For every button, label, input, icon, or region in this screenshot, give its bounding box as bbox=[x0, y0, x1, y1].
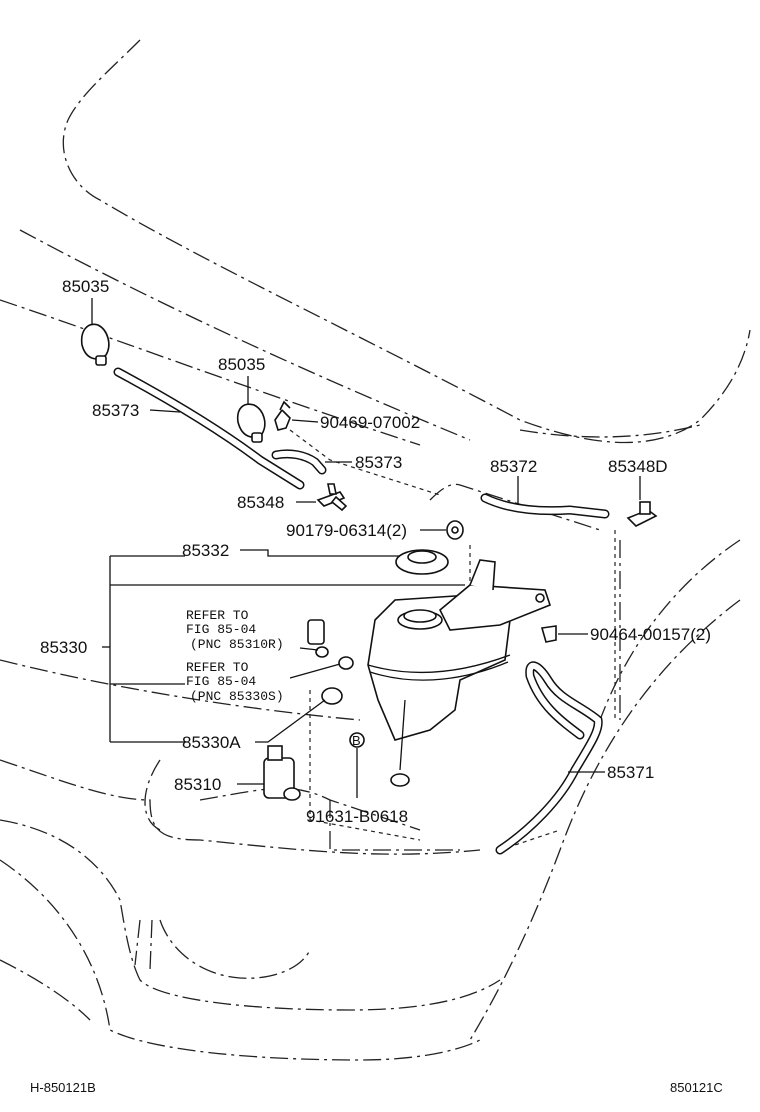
grommet bbox=[446, 520, 464, 540]
tank-cap bbox=[395, 549, 449, 575]
label-85373-short: 85373 bbox=[355, 453, 402, 472]
washer-hose-right bbox=[480, 493, 610, 519]
reference-note-2-line2: FIG 85-04 bbox=[186, 674, 256, 689]
hose-clip-top bbox=[274, 400, 291, 431]
footer-code-left: H-850121B bbox=[30, 1080, 96, 1095]
leader-lines bbox=[91, 298, 641, 798]
label-85373-long: 85373 bbox=[92, 401, 139, 420]
hose-joint-right bbox=[626, 501, 658, 527]
label-85035-right: 85035 bbox=[218, 355, 265, 374]
label-85348: 85348 bbox=[237, 493, 284, 512]
label-85330a: 85330A bbox=[182, 733, 241, 752]
label-85330: 85330 bbox=[40, 638, 87, 657]
label-85372: 85372 bbox=[490, 457, 537, 476]
washer-tank bbox=[367, 559, 551, 787]
label-85332: 85332 bbox=[182, 541, 229, 560]
label-85371: 85371 bbox=[607, 763, 654, 782]
label-90469-07002: 90469-07002 bbox=[320, 413, 420, 432]
label-90464-00157: 90464-00157(2) bbox=[590, 625, 711, 644]
tank-clip bbox=[540, 625, 557, 643]
referenced-grommet bbox=[338, 656, 354, 670]
label-85348d: 85348D bbox=[608, 457, 668, 476]
washer-nozzle-right bbox=[236, 403, 266, 443]
washer-pump bbox=[263, 745, 301, 801]
reference-note-2: REFER TO FIG 85-04 (PNC 85330S) bbox=[186, 660, 284, 704]
reference-note-1-line2: FIG 85-04 bbox=[186, 622, 256, 637]
reference-note-2-line1: REFER TO bbox=[186, 660, 249, 675]
washer-nozzle-left bbox=[80, 323, 110, 366]
bolt-marker-letter: B bbox=[352, 733, 361, 748]
label-85310: 85310 bbox=[174, 775, 221, 794]
vehicle-body-outline bbox=[0, 39, 751, 1061]
reference-note-2-line3: (PNC 85330S) bbox=[190, 689, 284, 704]
washer-hose-tank bbox=[495, 661, 603, 855]
label-90179-06314: 90179-06314(2) bbox=[286, 521, 407, 540]
pump-grommet bbox=[321, 687, 343, 705]
referenced-pump-part bbox=[307, 619, 329, 658]
reference-note-1-line1: REFER TO bbox=[186, 608, 249, 623]
washer-hose-long bbox=[113, 367, 305, 490]
footer-code-right: 850121C bbox=[670, 1080, 723, 1095]
label-85035-left: 85035 bbox=[62, 277, 109, 296]
bolt-marker: B bbox=[349, 732, 365, 748]
reference-note-1-line3: (PNC 85310R) bbox=[190, 637, 284, 652]
label-91631-b0618: 91631-B0618 bbox=[306, 807, 408, 826]
washer-hose-short bbox=[271, 449, 327, 475]
hose-joint-left bbox=[316, 483, 348, 512]
reference-note-1: REFER TO FIG 85-04 (PNC 85310R) bbox=[186, 608, 284, 652]
